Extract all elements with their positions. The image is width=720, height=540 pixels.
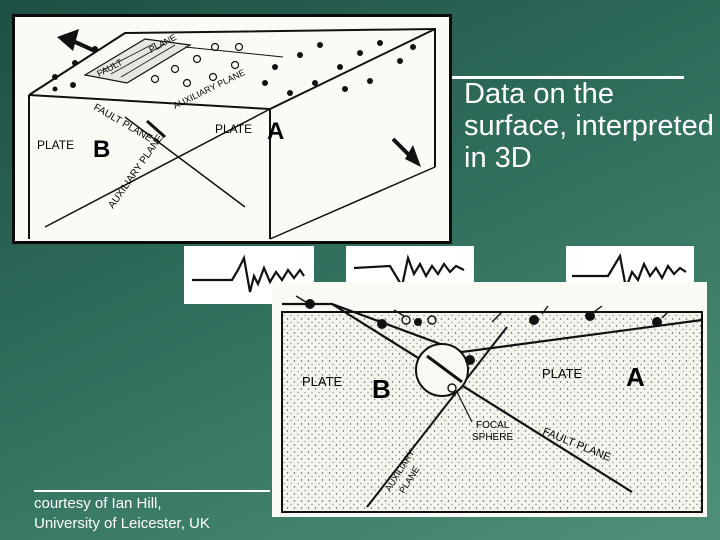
auxiliary-plane-side-label: AUXILIARY PLANE — [106, 133, 165, 211]
slide-heading: Data on the surface, interpreted in 3D — [464, 78, 714, 174]
plate-b-letter: B — [372, 374, 391, 404]
plate-b-letter: B — [93, 136, 110, 163]
focal-sphere-icon — [415, 343, 469, 397]
focal-sphere-label-line1: FOCAL — [476, 420, 510, 431]
seismogram-trace — [192, 254, 305, 293]
plate-a-label: PLATE — [542, 366, 583, 381]
credit: courtesy of Ian Hill, University of Leic… — [34, 494, 210, 534]
auxiliary-plane-top-label: AUXILIARY PLANE — [171, 67, 246, 110]
plate-b-label: PLATE — [37, 138, 74, 152]
block-diagram-drawing: PLATE B PLATE A FAULT PLANE AUXILIARY PL… — [28, 27, 436, 240]
slip-arrow-icon — [405, 145, 421, 167]
slip-arrow-icon — [57, 29, 79, 51]
heading-rule — [452, 76, 684, 79]
cross-section-drawing: PLATE B PLATE A FOCAL SPHERE FAULT PLANE… — [281, 295, 703, 513]
seismogram-trace — [572, 252, 687, 293]
plate-a-letter: A — [267, 118, 284, 145]
plate-a-letter: A — [626, 362, 645, 392]
seismogram-left — [184, 246, 314, 304]
cross-section-diagram: PLATE B PLATE A FOCAL SPHERE FAULT PLANE… — [272, 282, 707, 517]
plate-b-label: PLATE — [302, 374, 343, 389]
block-diagram-3d: PLATE B PLATE A FAULT PLANE AUXILIARY PL… — [12, 14, 452, 244]
credit-rule — [34, 490, 270, 492]
plate-a-label: PLATE — [215, 122, 252, 136]
credit-line-2: University of Leicester, UK — [34, 515, 210, 532]
credit-line-1: courtesy of Ian Hill, — [34, 495, 162, 512]
seismogram-trace — [353, 254, 465, 289]
focal-sphere-label-line2: SPHERE — [472, 432, 513, 443]
